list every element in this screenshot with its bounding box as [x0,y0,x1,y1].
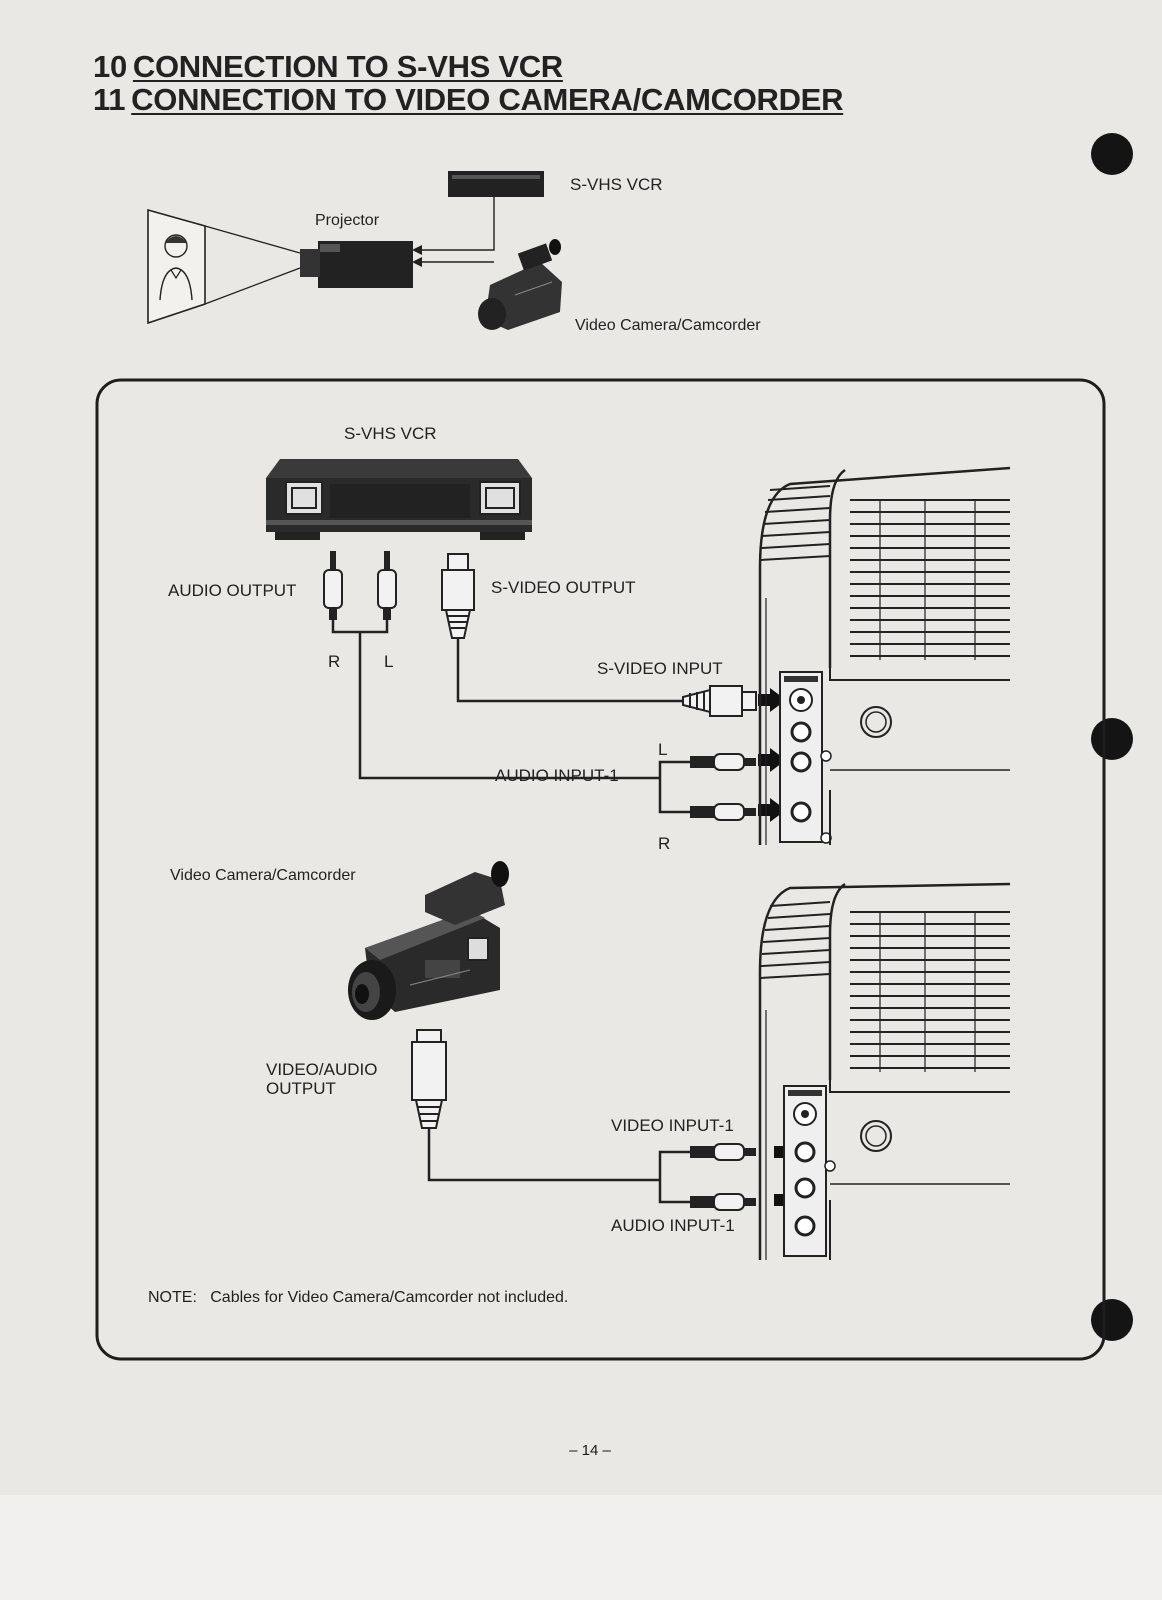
video-audio-output-label: VIDEO/AUDIO OUTPUT [266,1060,378,1098]
vcr-diagram-label: S-VHS VCR [344,424,437,443]
heading-number: 10 [93,49,127,84]
binder-hole [1091,1299,1133,1341]
projector-icon [300,241,413,288]
audio-output-label: AUDIO OUTPUT [168,581,297,600]
note: NOTE: Cables for Video Camera/Camcorder … [148,1288,568,1307]
heading-number: 11 [93,82,126,117]
svideo-output-label: S-VIDEO OUTPUT [491,578,636,597]
svideo-input-plug-icon [682,685,757,717]
binder-hole [1091,133,1133,175]
camcorder-small-icon [478,239,562,330]
note-text: Cables for Video Camera/Camcorder not in… [210,1289,569,1306]
camcorder-input-plugs-icon [690,1143,756,1211]
video-input-label: VIDEO INPUT-1 [611,1116,734,1135]
projector-rear-panel-bottom [758,882,1011,1260]
binder-hole [1091,718,1133,760]
heading-text: CONNECTION TO VIDEO CAMERA/CAMCORDER [131,82,844,117]
vcr-small-icon [448,171,544,197]
projector-label: Projector [315,212,380,229]
video-audio-output-plug-icon [411,1029,447,1129]
note-prefix: NOTE: [148,1289,197,1306]
heading-text: CONNECTION TO S-VHS VCR [132,49,563,84]
camcorder-large-icon [348,861,509,1020]
rca-plug-l-icon [377,551,397,620]
camcorder-diagram-label: Video Camera/Camcorder [170,867,356,884]
projector-rear-panel-top [758,466,1011,845]
projection-screen-icon [147,208,301,325]
vcr-overview-label: S-VHS VCR [570,175,663,194]
input-l-label: L [658,740,668,759]
rca-plug-r-icon [323,551,343,620]
vcr-large-icon [266,459,532,540]
audio-input-label: AUDIO INPUT-1 [495,766,619,785]
overview-illustration [147,171,562,330]
audio-input-plugs-icon [690,753,756,821]
input-r-label: R [658,834,671,853]
audio-r-label: R [328,652,341,671]
svideo-plug-icon [441,553,475,639]
diagram-frame [95,378,1106,1361]
camcorder-audio-input-label: AUDIO INPUT-1 [611,1216,735,1235]
page-number: – 14 – [569,1442,611,1459]
camcorder-overview-label: Video Camera/Camcorder [575,317,761,334]
svideo-input-label: S-VIDEO INPUT [597,659,723,678]
audio-l-label: L [384,652,394,671]
page-bottom-margin [0,1495,1162,1600]
